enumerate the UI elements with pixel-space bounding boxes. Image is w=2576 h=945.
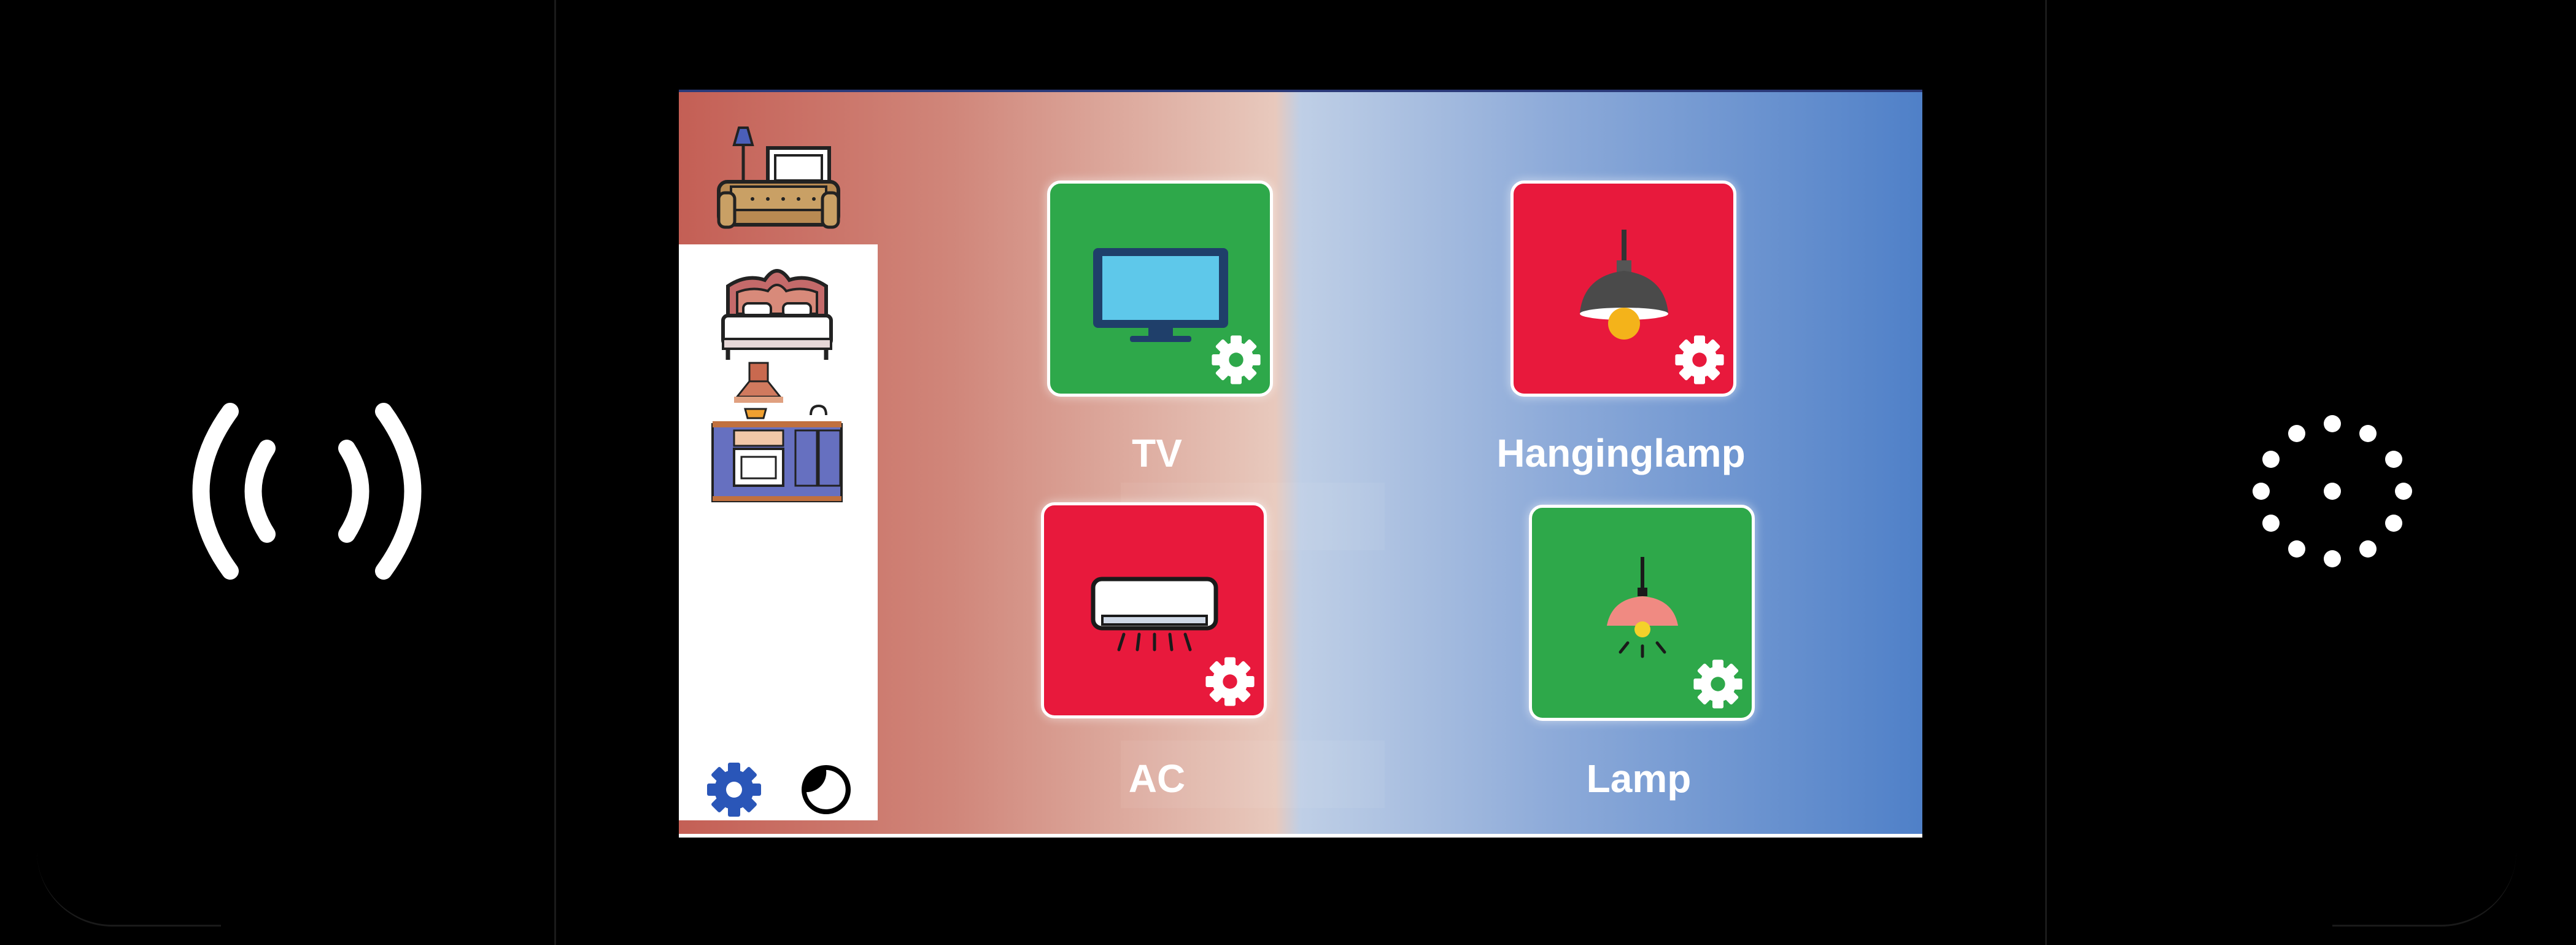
device-tile-ac[interactable] bbox=[1041, 502, 1267, 718]
device-tile-hanginglamp[interactable] bbox=[1510, 181, 1736, 397]
tv-settings-gear-icon[interactable] bbox=[1209, 332, 1264, 387]
lamp-icon bbox=[1607, 557, 1678, 658]
lamp-label: Lamp bbox=[1586, 756, 1692, 801]
ac-settings-gear-icon[interactable] bbox=[1202, 654, 1258, 709]
lamp-settings-gear-icon[interactable] bbox=[1690, 656, 1746, 712]
living-room-icon bbox=[717, 126, 840, 229]
ac-label-backdrop bbox=[1121, 741, 1385, 808]
hanging-lamp-icon bbox=[1580, 230, 1668, 340]
device-tile-tv[interactable] bbox=[1047, 181, 1273, 397]
frame-curve-left bbox=[37, 851, 221, 927]
theme-moon-icon[interactable] bbox=[795, 759, 857, 820]
room-living-room[interactable] bbox=[710, 114, 845, 237]
ac-label: AC bbox=[1128, 756, 1186, 801]
settings-gear-icon[interactable] bbox=[703, 759, 765, 820]
frame-curve-right bbox=[2332, 851, 2516, 927]
room-kitchen[interactable] bbox=[710, 360, 845, 507]
frame-divider-left bbox=[554, 0, 556, 945]
hanginglamp-label: Hanginglamp bbox=[1496, 431, 1746, 475]
kitchen-icon bbox=[711, 362, 843, 502]
frame-divider-right bbox=[2045, 0, 2047, 945]
bedroom-icon bbox=[721, 269, 833, 360]
smart-home-screen: TV Hanginglamp bbox=[679, 90, 1922, 838]
dotted-circle-icon[interactable] bbox=[2246, 405, 2418, 577]
room-sidebar bbox=[679, 90, 878, 838]
tv-label: TV bbox=[1132, 431, 1182, 475]
device-tile-lamp[interactable] bbox=[1529, 505, 1755, 721]
tv-icon bbox=[1093, 248, 1228, 342]
screen-bottom-border bbox=[679, 834, 1922, 838]
hanginglamp-settings-gear-icon[interactable] bbox=[1672, 332, 1727, 387]
air-conditioner-icon bbox=[1091, 577, 1218, 651]
screen-top-border bbox=[679, 90, 1922, 92]
signal-waves-icon[interactable] bbox=[184, 399, 430, 583]
room-bedroom[interactable] bbox=[710, 249, 845, 372]
